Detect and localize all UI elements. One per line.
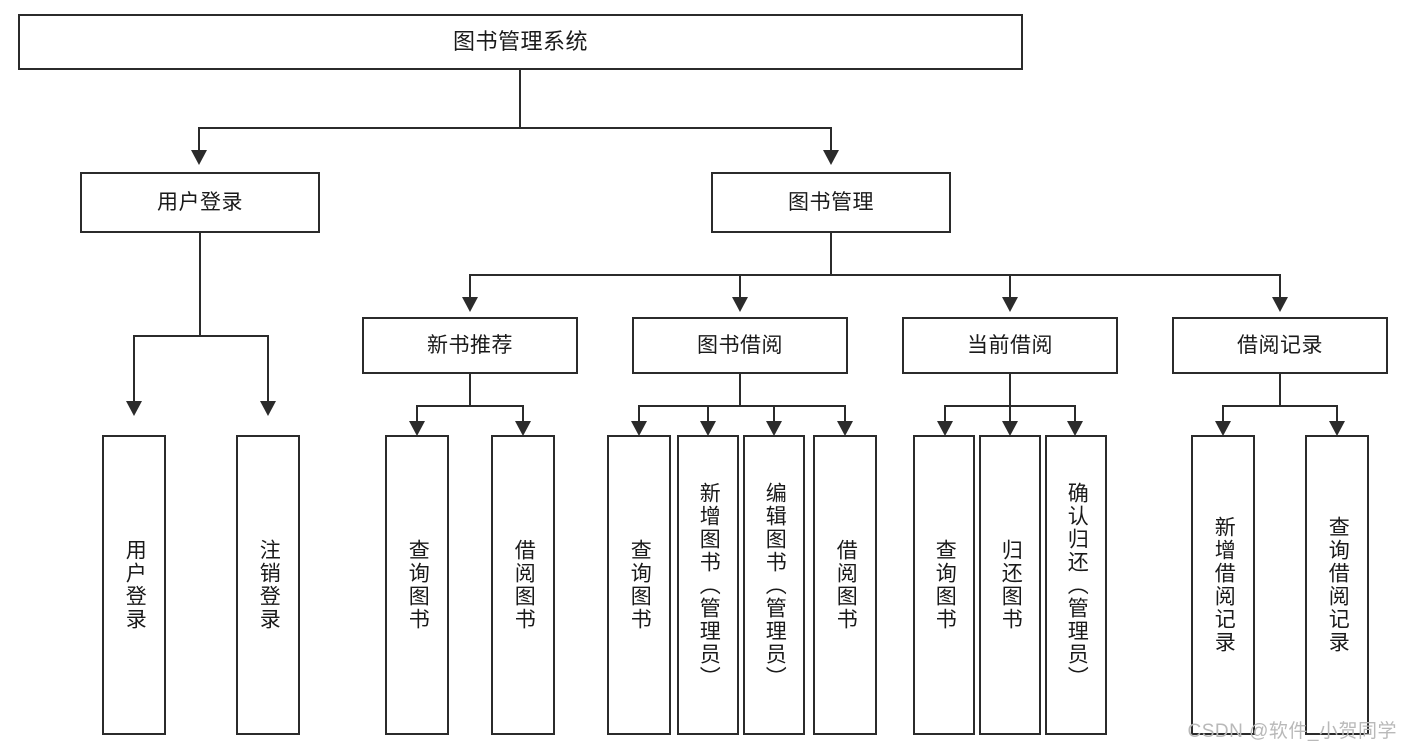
edge-current-borrow-drop-2 [1009,405,1011,423]
edge-level2-bus [469,274,1280,276]
arrow-new-book-leaf-2 [515,421,531,436]
edge-level1-bus [198,127,832,129]
edge-current-borrow-stem [1009,374,1011,406]
node-label: 编辑图书（管理员） [763,481,787,689]
edge-level2-drop-1 [469,274,471,300]
arrow-current-borrow-leaf-1 [937,421,953,436]
edge-new-book-drop-1 [416,405,418,423]
arrow-borrow-record-leaf-1 [1215,421,1231,436]
edge-book-borrow-stem [739,374,741,406]
edge-book-management-stem [830,233,832,275]
edge-new-book-bus [416,405,524,407]
edge-current-borrow-drop-1 [944,405,946,423]
leaf-book-borrow-add-book-admin[interactable]: 新增图书（管理员） [677,435,739,735]
node-label: 借阅记录 [1237,333,1323,357]
node-book-borrow[interactable]: 图书借阅 [632,317,848,374]
node-label: 归还图书 [999,539,1023,631]
edge-borrow-record-drop-1 [1222,405,1224,423]
edge-book-borrow-bus [638,405,846,407]
node-label: 借阅图书 [834,539,858,631]
node-new-book-recommend[interactable]: 新书推荐 [362,317,578,374]
edge-level2-drop-4 [1279,274,1281,300]
edge-new-book-drop-2 [522,405,524,423]
node-root-book-management-system[interactable]: 图书管理系统 [18,14,1023,70]
arrow-current-borrow-leaf-2 [1002,421,1018,436]
arrow-new-book-leaf-1 [409,421,425,436]
edge-new-book-stem [469,374,471,406]
node-borrow-record[interactable]: 借阅记录 [1172,317,1388,374]
edge-user-login-bus [133,335,269,337]
arrow-book-borrow-leaf-4 [837,421,853,436]
leaf-borrow-record-add-record[interactable]: 新增借阅记录 [1191,435,1255,735]
edge-book-borrow-drop-3 [773,405,775,423]
leaf-current-borrow-return-book[interactable]: 归还图书 [979,435,1041,735]
leaf-book-borrow-borrow-book[interactable]: 借阅图书 [813,435,877,735]
node-label: 新书推荐 [427,333,513,357]
edge-borrow-record-bus [1222,405,1338,407]
node-label: 确认归还（管理员） [1065,481,1089,689]
arrow-borrow-record-leaf-2 [1329,421,1345,436]
arrow-book-borrow-leaf-2 [700,421,716,436]
node-label: 当前借阅 [967,333,1053,357]
edge-user-login-drop-1 [133,335,135,403]
edge-book-borrow-drop-1 [638,405,640,423]
edge-borrow-record-drop-2 [1336,405,1338,423]
arrow-new-book [462,297,478,312]
node-label: 图书管理 [788,190,874,214]
leaf-book-borrow-edit-book-admin[interactable]: 编辑图书（管理员） [743,435,805,735]
edge-book-borrow-drop-2 [707,405,709,423]
node-label: 新增借阅记录 [1212,516,1236,654]
arrow-book-borrow-leaf-3 [766,421,782,436]
leaf-borrow-record-query-record[interactable]: 查询借阅记录 [1305,435,1369,735]
edge-drop-book-management [830,127,832,153]
leaf-current-borrow-query-book[interactable]: 查询图书 [913,435,975,735]
arrow-current-borrow-leaf-3 [1067,421,1083,436]
edge-root-stem [519,70,521,128]
edge-current-borrow-drop-3 [1074,405,1076,423]
node-label: 用户登录 [123,539,147,631]
edge-borrow-record-stem [1279,374,1281,406]
arrow-book-management [823,150,839,165]
edge-level2-drop-2 [739,274,741,300]
arrow-borrow-record [1272,297,1288,312]
edge-book-borrow-drop-4 [844,405,846,423]
arrow-book-borrow [732,297,748,312]
arrow-book-borrow-leaf-1 [631,421,647,436]
node-label: 查询图书 [406,539,430,631]
node-label: 用户登录 [157,190,243,214]
edge-level2-drop-3 [1009,274,1011,300]
arrow-current-borrow [1002,297,1018,312]
node-label: 注销登录 [257,539,281,631]
leaf-logout[interactable]: 注销登录 [236,435,300,735]
leaf-new-book-borrow-book[interactable]: 借阅图书 [491,435,555,735]
edge-drop-user-login [198,127,200,153]
node-label: 图书借阅 [697,333,783,357]
leaf-new-book-query-book[interactable]: 查询图书 [385,435,449,735]
arrow-leaf-logout [260,401,276,416]
leaf-current-borrow-confirm-return-admin[interactable]: 确认归还（管理员） [1045,435,1107,735]
leaf-user-login[interactable]: 用户登录 [102,435,166,735]
node-label: 新增图书（管理员） [697,481,721,689]
arrow-user-login [191,150,207,165]
node-user-login[interactable]: 用户登录 [80,172,320,233]
edge-user-login-stem [199,233,201,336]
node-label: 借阅图书 [512,539,536,631]
arrow-leaf-user-login [126,401,142,416]
node-label: 查询图书 [933,539,957,631]
leaf-book-borrow-query-book[interactable]: 查询图书 [607,435,671,735]
node-book-management[interactable]: 图书管理 [711,172,951,233]
node-label: 图书管理系统 [452,28,588,54]
node-label: 查询图书 [628,539,652,631]
edge-user-login-drop-2 [267,335,269,403]
node-label: 查询借阅记录 [1326,516,1350,654]
node-current-borrow[interactable]: 当前借阅 [902,317,1118,374]
